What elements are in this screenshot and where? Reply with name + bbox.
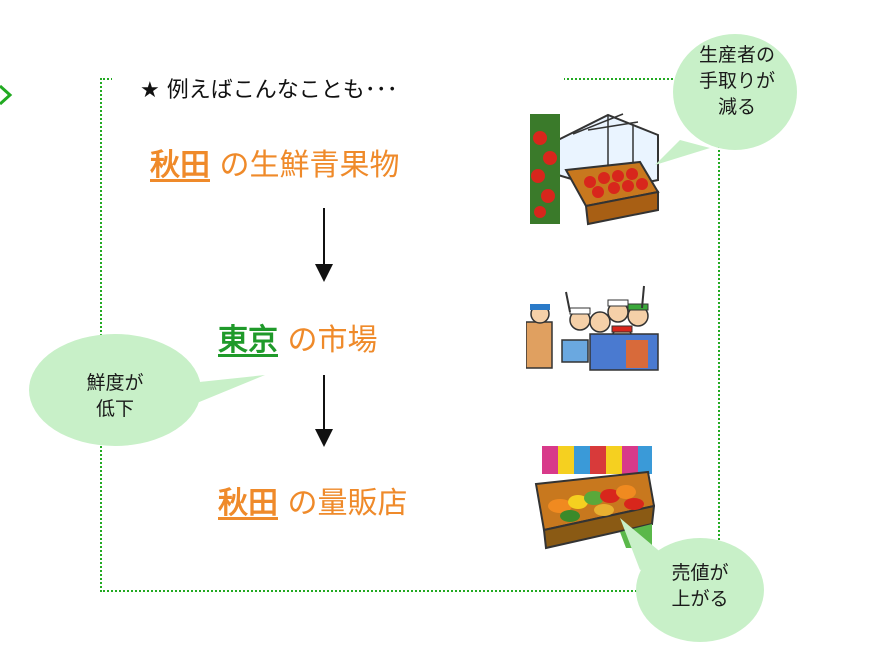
frame-heading-gap xyxy=(112,70,564,90)
down-arrow-icon xyxy=(315,375,333,447)
down-arrow-icon xyxy=(315,208,333,282)
bubble-freshness-text: 鮮度が 低下 xyxy=(86,372,144,420)
step-text: の市場 xyxy=(278,323,378,358)
bubble-producer-text: 生産者の 手取りが 減る xyxy=(698,44,775,118)
step-akita-produce: 秋田 の生鮮青果物 xyxy=(150,140,400,184)
step-text: の生鮮青果物 xyxy=(210,148,400,183)
step-place: 秋田 xyxy=(218,486,278,521)
speech-bubble-producer xyxy=(655,34,797,165)
step-place: 秋田 xyxy=(150,148,210,183)
produce-stand-icon xyxy=(534,444,655,550)
step-tokyo-market: 東京 の市場 xyxy=(218,315,378,359)
speech-bubble-price xyxy=(620,518,764,642)
step-text: の量販店 xyxy=(278,486,408,521)
heading: ★ 例えばこんなことも･･･ xyxy=(140,78,398,103)
bubble-price-text: 売値が 上がる xyxy=(671,562,729,610)
tomato-greenhouse-icon xyxy=(528,110,663,228)
partial-arrow-icon xyxy=(0,84,13,106)
market-workers-icon xyxy=(526,285,659,371)
step-akita-store: 秋田 の量販店 xyxy=(218,478,408,522)
speech-bubble-freshness xyxy=(29,334,265,446)
step-place: 東京 xyxy=(218,323,278,358)
